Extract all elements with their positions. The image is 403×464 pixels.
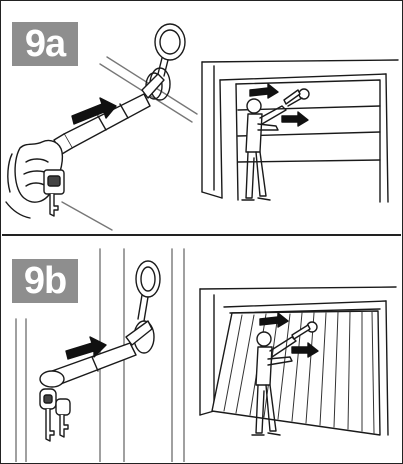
step-panel-9b: 9b <box>2 239 401 462</box>
garage-door-scene <box>200 287 396 435</box>
step-label-9a: 9a <box>12 22 78 66</box>
garage-door-scene <box>202 60 398 202</box>
step-label-9b: 9b <box>12 259 78 303</box>
step-panel-9a: 9a <box>2 2 401 232</box>
